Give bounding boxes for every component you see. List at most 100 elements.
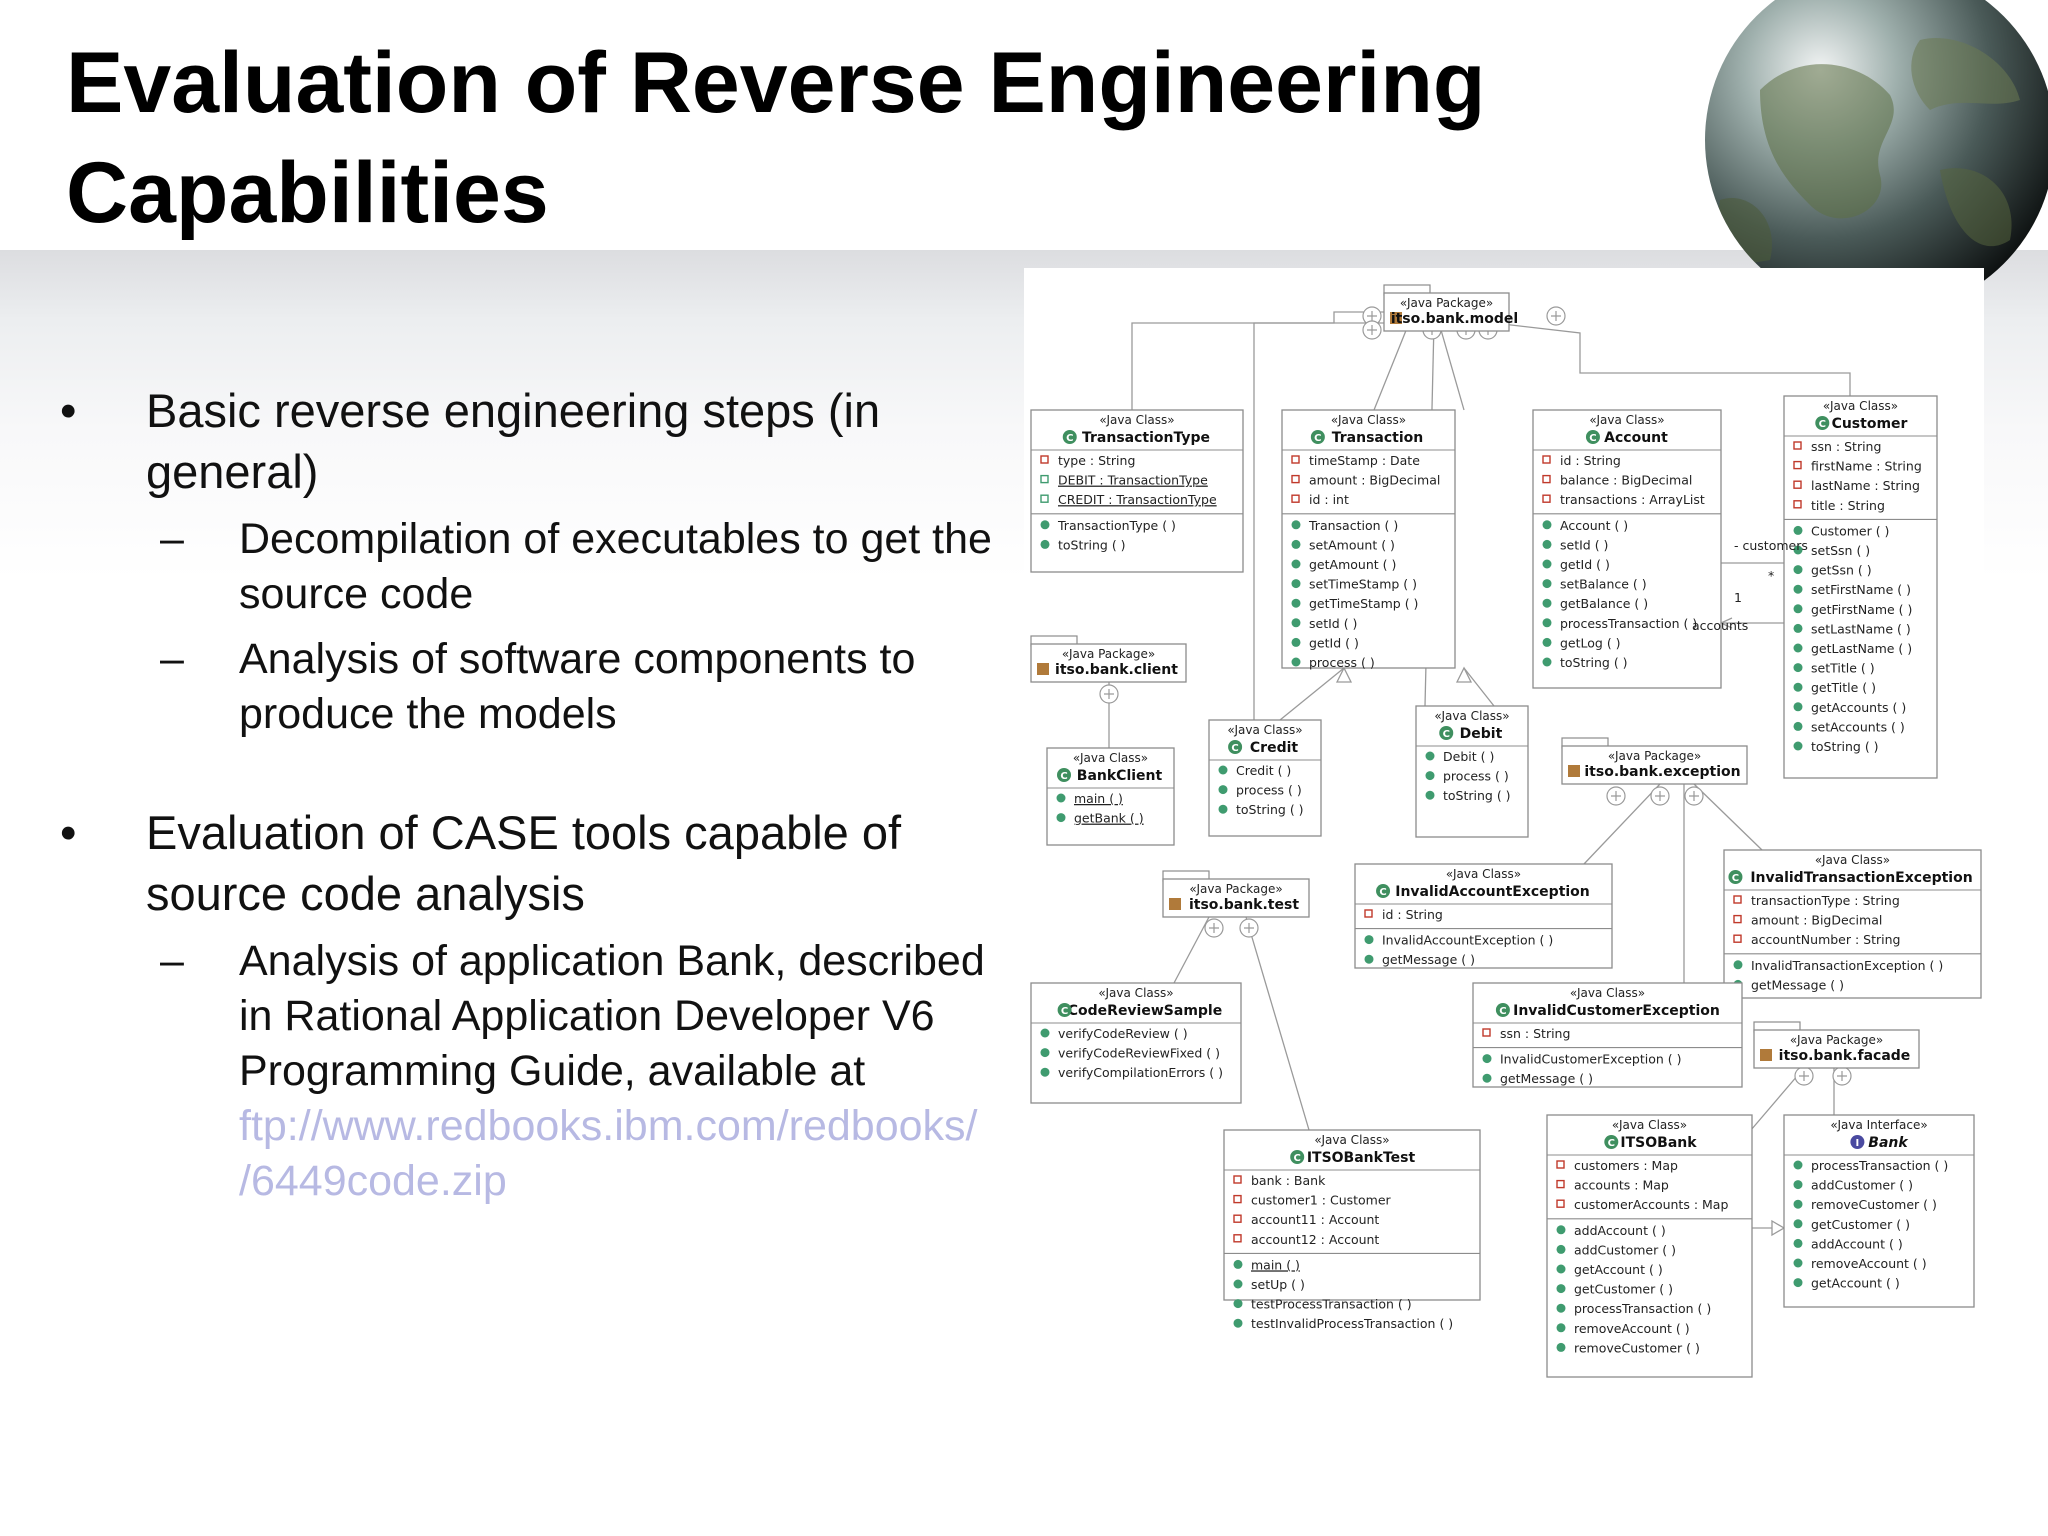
- uml-package-pkg-facade[interactable]: «Java Package»itso.bank.facade: [1753, 1021, 1920, 1069]
- method-icon: [1542, 539, 1552, 549]
- package-name: itso.bank.exception: [1584, 764, 1740, 780]
- class-name: Debit: [1460, 726, 1503, 742]
- field-icon: [1233, 1194, 1242, 1204]
- class-icon: [1057, 1003, 1072, 1017]
- attribute-label: lastName : String: [1811, 478, 1920, 493]
- association-label: accounts: [1692, 618, 1748, 633]
- package-name: itso.bank.test: [1189, 897, 1299, 913]
- connector-line: [1279, 667, 1345, 721]
- box-frame: [1354, 863, 1613, 969]
- operation-label: toString ( ): [1811, 739, 1879, 754]
- box-frame: [1030, 643, 1187, 683]
- method-icon: [1291, 539, 1301, 549]
- uml-package-pkg-model[interactable]: «Java Package»itso.bank.model: [1383, 284, 1518, 332]
- method-icon: [1733, 960, 1743, 970]
- field-icon: [1733, 895, 1742, 904]
- method-icon: [1556, 1303, 1566, 1313]
- uml-class-invalidtransaction[interactable]: «Java Class»InvalidTransactionExceptionC…: [1723, 849, 1982, 999]
- operation-label: Transaction ( ): [1308, 518, 1398, 533]
- class-icon: [1439, 726, 1454, 740]
- operation-label: toString ( ): [1236, 802, 1304, 817]
- class-icon: [1062, 430, 1077, 444]
- method-icon: [1542, 559, 1552, 569]
- stereotype-label: «Java Class»: [1823, 399, 1898, 413]
- operation-label: addAccount ( ): [1811, 1236, 1903, 1251]
- class-icon-letter: C: [1294, 1153, 1301, 1164]
- attribute-label: balance : BigDecimal: [1560, 473, 1692, 488]
- field-icon: [1040, 494, 1049, 503]
- attribute-label: DEBIT : TransactionType: [1058, 473, 1208, 488]
- field-icon: [1291, 455, 1300, 464]
- operation-label: removeCustomer ( ): [1811, 1197, 1937, 1212]
- operation-label: testProcessTransaction ( ): [1251, 1297, 1412, 1312]
- method-icon: [1425, 751, 1435, 761]
- field-icon: [1793, 500, 1802, 509]
- operation-label: getBank ( ): [1074, 811, 1144, 826]
- class-icon: [1376, 884, 1391, 898]
- inheritance-arrow-icon: [1335, 666, 1353, 683]
- attribute-label: customers : Map: [1574, 1158, 1678, 1173]
- uml-class-codereview[interactable]: «Java Class»CodeReviewSampleCverifyCodeR…: [1030, 982, 1242, 1104]
- method-icon: [1793, 1199, 1803, 1209]
- field-icon: [1291, 494, 1300, 503]
- operation-label: Customer ( ): [1811, 523, 1889, 538]
- method-icon: [1793, 1180, 1803, 1190]
- class-name: Account: [1604, 430, 1668, 446]
- operation-label: processTransaction ( ): [1574, 1301, 1711, 1316]
- box-frame: [1783, 1114, 1975, 1308]
- uml-package-pkg-test[interactable]: «Java Package»itso.bank.test: [1162, 870, 1310, 918]
- operation-label: setId ( ): [1560, 537, 1608, 552]
- uml-class-invalidcustomer[interactable]: «Java Class»InvalidCustomerExceptionCssn…: [1472, 982, 1743, 1088]
- class-icon-letter: C: [1379, 887, 1386, 898]
- connector-line: [1131, 311, 1384, 410]
- field-icon: [1233, 1175, 1242, 1184]
- download-link[interactable]: ftp://www.redbooks.ibm.com/redbooks/ /64…: [239, 1102, 978, 1205]
- box-frame: [1532, 409, 1722, 689]
- operation-label: setTimeStamp ( ): [1309, 577, 1417, 592]
- operation-label: verifyCodeReview ( ): [1058, 1026, 1188, 1041]
- field-icon: [1733, 914, 1742, 924]
- plus-icon: [1799, 1071, 1809, 1081]
- field-icon: [1793, 480, 1802, 489]
- method-icon: [1040, 1067, 1050, 1077]
- method-icon: [1482, 1073, 1492, 1083]
- attribute-label: customerAccounts : Map: [1574, 1197, 1728, 1212]
- uml-package-pkg-exception[interactable]: «Java Package»itso.bank.exception: [1561, 737, 1748, 785]
- stereotype-label: «Java Class»: [1434, 709, 1509, 723]
- globe-icon: [1705, 0, 2048, 300]
- field-icon: [1233, 1234, 1242, 1243]
- uml-class-bank[interactable]: «Java Interface»BankIprocessTransaction …: [1783, 1114, 1975, 1308]
- method-icon: [1291, 598, 1301, 608]
- method-icon: [1793, 682, 1803, 692]
- box-frame: [1561, 745, 1748, 785]
- method-icon: [1556, 1284, 1566, 1294]
- plus-icon: [1551, 311, 1561, 321]
- operation-label: getId ( ): [1309, 635, 1359, 650]
- operation-label: InvalidCustomerException ( ): [1500, 1052, 1681, 1067]
- attribute-label: id : int: [1309, 492, 1349, 507]
- bullet-dot-icon: •: [60, 384, 77, 437]
- uml-package-pkg-client[interactable]: «Java Package»itso.bank.client: [1030, 635, 1187, 683]
- package-icon: [1037, 663, 1049, 675]
- stereotype-label: «Java Package»: [1062, 647, 1155, 661]
- box-frame: [1281, 409, 1456, 669]
- connector-line: [1253, 322, 1392, 720]
- class-icon-letter: C: [1608, 1138, 1615, 1149]
- attribute-label: transactionType : String: [1751, 893, 1900, 908]
- package-icon: [1760, 1049, 1772, 1061]
- operation-label: getAccounts ( ): [1811, 700, 1906, 715]
- class-name: CodeReviewSample: [1068, 1003, 1222, 1019]
- attribute-label: accountNumber : String: [1751, 932, 1900, 947]
- operation-label: getAccount ( ): [1574, 1262, 1663, 1277]
- box-frame: [1383, 292, 1510, 332]
